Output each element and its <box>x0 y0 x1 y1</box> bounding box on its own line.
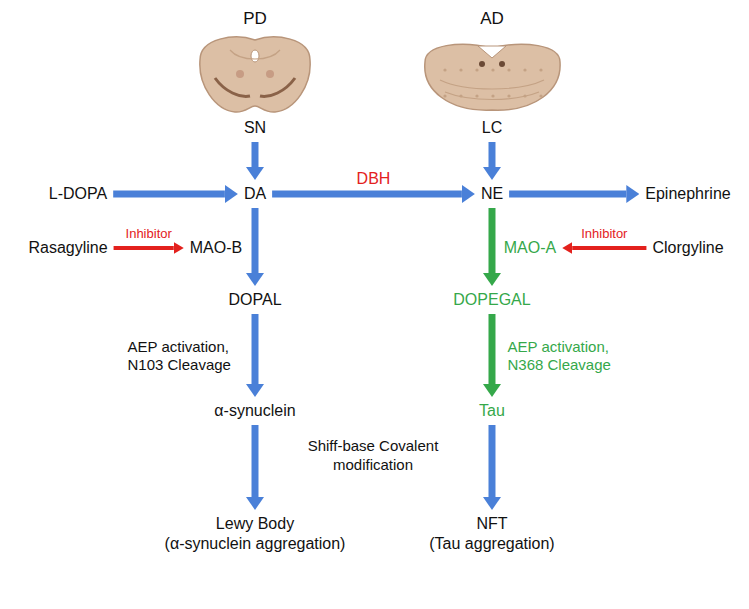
arrow-label: Inhibitor <box>126 225 172 243</box>
term-text: Clorgyline <box>652 238 723 258</box>
aqueduct <box>251 50 259 62</box>
term-text: Tau <box>479 401 505 421</box>
pathway-arrow <box>114 246 174 250</box>
pathway-arrow <box>572 246 646 250</box>
pathway-term: Clorgyline <box>649 237 726 259</box>
pons-section <box>425 44 560 110</box>
pathway-term: α-synuclein <box>211 400 298 422</box>
texture-dot <box>475 94 478 97</box>
texture-dot <box>491 94 494 97</box>
pathway-arrow <box>488 208 495 273</box>
pathway-arrow <box>251 208 258 273</box>
term-text: Epinephrine <box>645 184 730 204</box>
pathway-arrow <box>488 142 495 167</box>
term-text: DOPAL <box>228 290 281 310</box>
annotation-label: Shiff-base Covalent modification <box>298 436 448 474</box>
texture-dot <box>523 68 526 71</box>
texture-dot <box>443 68 446 71</box>
texture-dot <box>459 68 462 71</box>
term-text: MAO-A <box>504 238 556 258</box>
substantia-nigra <box>260 78 295 96</box>
annotation-label: AD <box>480 9 504 28</box>
locus-coeruleus <box>479 61 485 67</box>
pathway-term: Lewy Body(α-synuclein aggregation) <box>162 513 349 555</box>
term-text: L-DOPA <box>49 184 107 204</box>
texture-dot <box>491 68 494 71</box>
pathway-term: MAO-B <box>187 237 245 259</box>
pathway-term: LC <box>479 117 505 139</box>
pathway-arrow <box>488 314 495 384</box>
pathway-term: Tau <box>476 400 508 422</box>
texture-dot <box>507 68 510 71</box>
pathway-arrow <box>113 191 225 198</box>
pathway-term: Rasagyline <box>25 237 110 259</box>
pons-fibres <box>445 92 539 100</box>
pathway-arrow <box>252 425 259 497</box>
midbrain-section <box>200 37 310 112</box>
fourth-ventricle <box>478 46 506 58</box>
term-text: α-synuclein <box>214 401 295 421</box>
arrow-label: AEP activation, N103 Cleavage <box>128 338 240 374</box>
pathway-term: NE <box>478 183 506 205</box>
pons-fibres <box>440 80 544 89</box>
term-text: (α-synuclein aggregation) <box>165 534 346 554</box>
term-text: Lewy Body <box>165 514 346 534</box>
annotation-label: PD <box>243 9 267 28</box>
texture-dot <box>507 94 510 97</box>
arrow-label: DBH <box>357 170 391 188</box>
term-text: NFT <box>429 514 554 534</box>
texture-dot <box>459 94 462 97</box>
pathway-arrow <box>251 142 258 167</box>
pathway-arrow <box>488 425 495 497</box>
pathway-term: DOPEGAL <box>450 289 533 311</box>
tectum-line <box>230 50 280 59</box>
texture-dot <box>539 94 542 97</box>
term-text: DA <box>244 184 266 204</box>
term-text: LC <box>482 118 502 138</box>
term-text: SN <box>244 118 266 138</box>
texture-dot <box>443 94 446 97</box>
texture-dot <box>475 68 478 71</box>
arrow-label: AEP activation, N368 Cleavage <box>507 338 619 374</box>
term-text: Rasagyline <box>28 238 107 258</box>
term-text: DOPEGAL <box>453 290 530 310</box>
texture-dot <box>523 94 526 97</box>
pathway-arrow <box>252 314 259 384</box>
pathway-term: Epinephrine <box>642 183 733 205</box>
locus-coeruleus <box>499 61 505 67</box>
term-text: MAO-B <box>190 238 242 258</box>
arrow-label: Inhibitor <box>581 225 627 243</box>
red-nucleus <box>236 70 244 78</box>
pathway-term: MAO-A <box>501 237 559 259</box>
pathway-term: DA <box>241 183 269 205</box>
red-nucleus <box>266 70 274 78</box>
pons-texture <box>443 68 542 97</box>
midbrain-outline <box>200 37 310 112</box>
term-text: NE <box>481 184 503 204</box>
pathway-term: L-DOPA <box>46 183 110 205</box>
pathway-arrow <box>272 191 462 198</box>
pathway-term: DOPAL <box>225 289 284 311</box>
pathway-term: SN <box>241 117 269 139</box>
substantia-nigra <box>215 78 250 96</box>
term-text: (Tau aggregation) <box>429 534 554 554</box>
texture-dot <box>539 68 542 71</box>
pathway-arrow <box>509 191 626 198</box>
pathway-term: NFT(Tau aggregation) <box>426 513 557 555</box>
pons-outline <box>425 44 560 110</box>
